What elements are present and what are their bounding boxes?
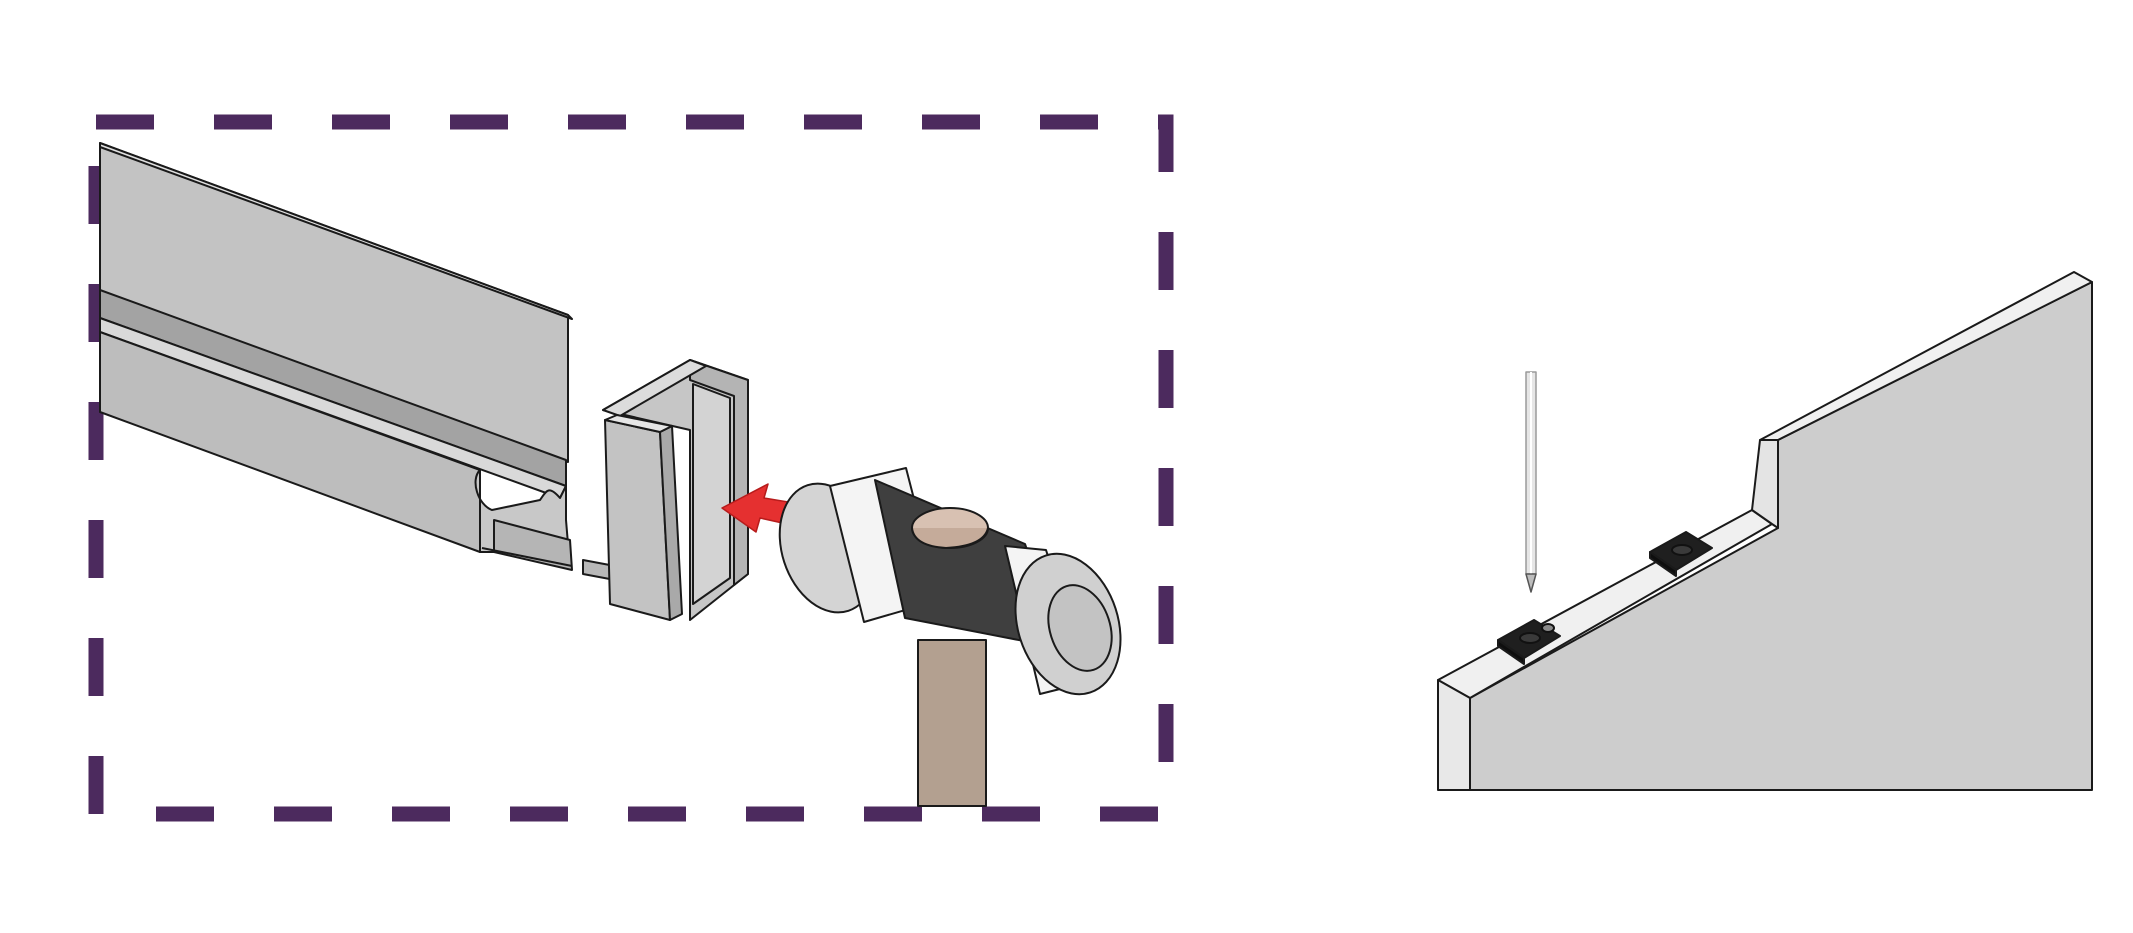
rail-profile bbox=[99, 142, 616, 581]
mounting-clip-icon bbox=[1497, 619, 1561, 665]
detail-box bbox=[88, 114, 1174, 822]
panel-face bbox=[1469, 281, 2093, 791]
mallet-icon bbox=[778, 467, 1122, 807]
mounting-clip-icon bbox=[1649, 531, 1713, 577]
detail-frame bbox=[88, 114, 1174, 822]
end-cap bbox=[602, 359, 749, 621]
panel-view bbox=[1437, 271, 2093, 791]
screwdriver-icon bbox=[1525, 371, 1537, 593]
